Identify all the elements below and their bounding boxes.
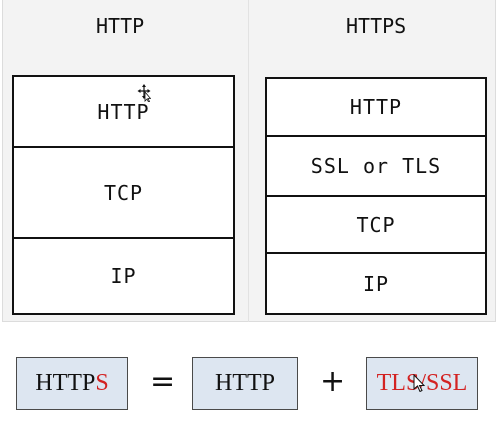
layer-divider [12,237,235,239]
tls-ssl-term-box: TLS/SSL [366,357,478,410]
ssl-term: SSL [425,370,468,396]
http-stack: HTTP TCP IP [12,75,235,315]
move-cursor-icon [137,84,151,102]
layer-divider [265,135,487,137]
http-column-title: HTTP [96,14,145,38]
plus-sign: + [320,364,346,399]
equals-sign: = [150,364,176,399]
tls-ssl-separator: / [419,370,426,396]
https-layer-http: HTTP [349,95,403,119]
http-layer-http: HTTP [97,99,150,124]
https-layer-tcp: TCP [356,212,396,237]
pointer-cursor-icon [413,374,426,392]
https-layer-ssl-tls: SSL or TLS [310,154,442,178]
http-layer-ip: IP [110,264,137,288]
layer-divider [12,146,235,148]
http-term-box: HTTP [192,357,298,410]
layer-divider [265,195,487,197]
layer-divider [265,252,487,254]
https-layer-ip: IP [362,271,390,296]
https-column-title: HTTPS [346,14,407,38]
panel-divider [248,0,249,322]
tls-term: TLS [376,370,420,396]
https-term-prefix: HTTP [35,370,96,396]
http-layer-tcp: TCP [103,180,144,205]
https-term-suffix: S [95,370,109,396]
https-stack: HTTP SSL or TLS TCP IP [265,77,487,315]
